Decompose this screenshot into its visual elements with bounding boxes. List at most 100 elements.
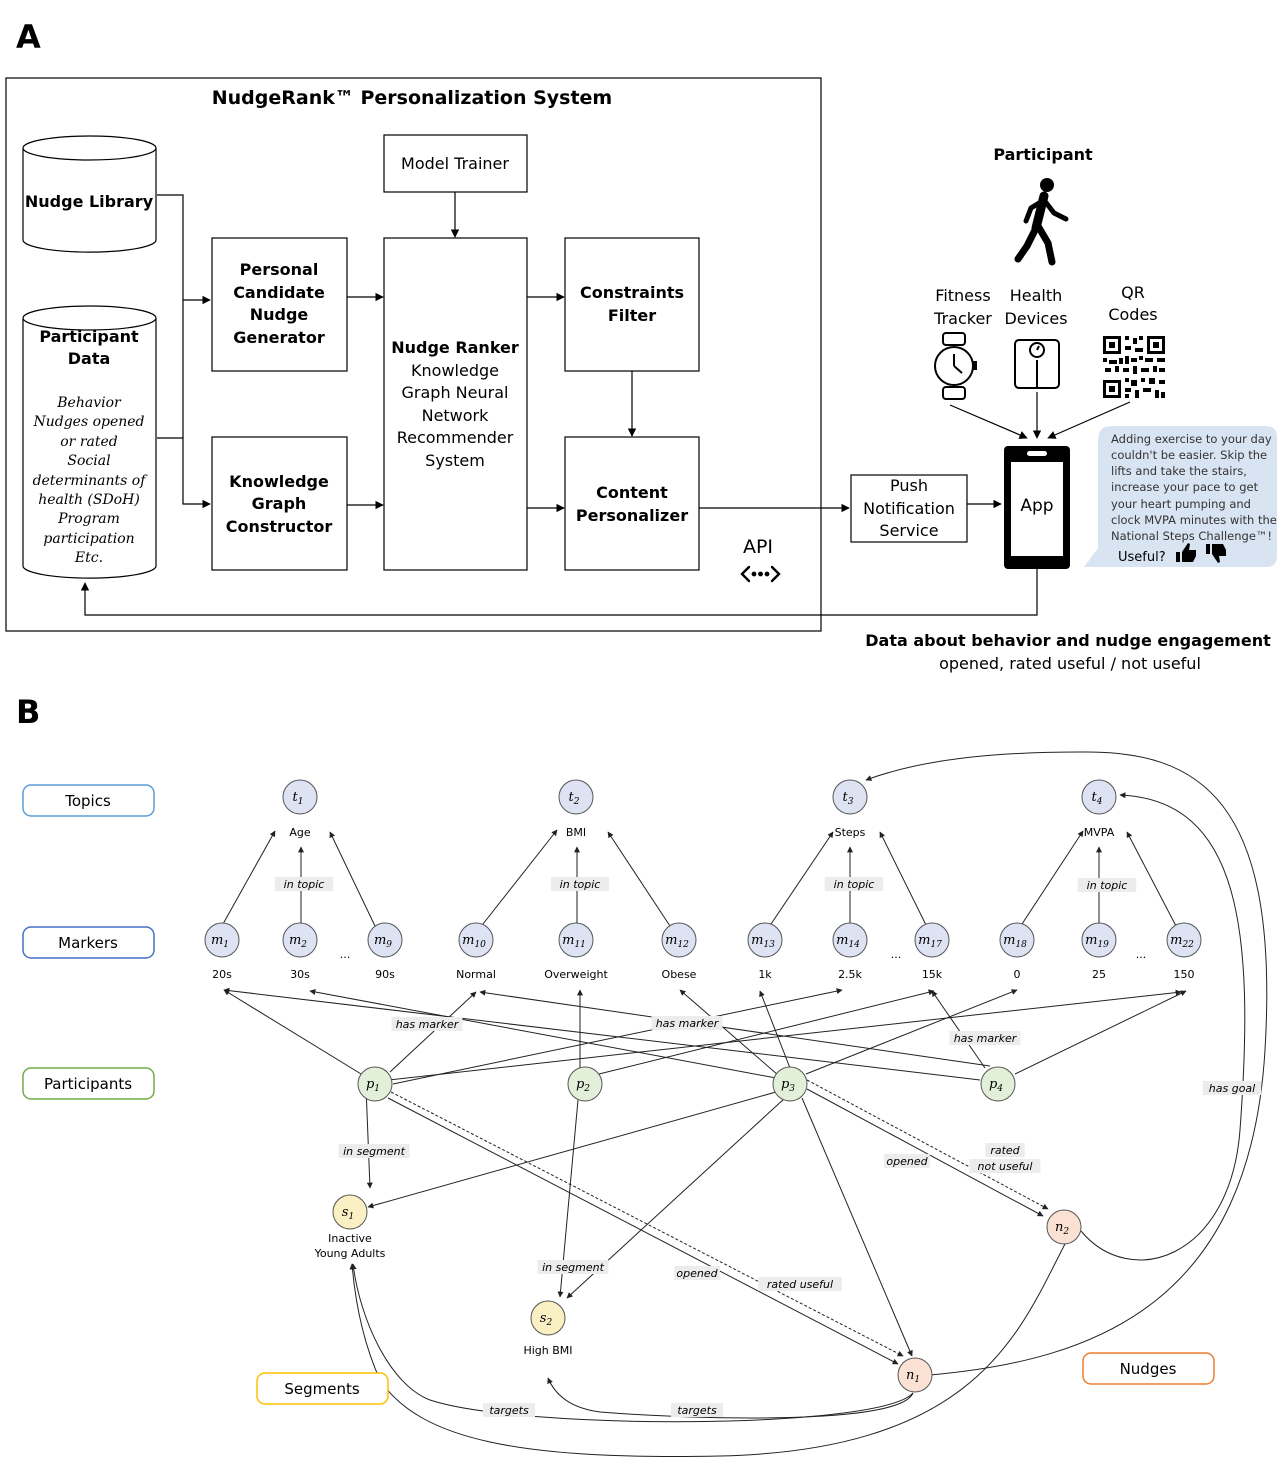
watch-icon xyxy=(934,332,977,400)
segment-node-2-label: High BMI xyxy=(523,1344,572,1357)
bubble-line: your heart pumping and xyxy=(1111,497,1251,511)
participant-node-3-symbol: p3 xyxy=(781,1077,795,1094)
marker-node-5-circle xyxy=(558,922,594,958)
bubble-line: couldn't be easier. Skip the xyxy=(1111,448,1267,462)
segment-node-1-symbol: s1 xyxy=(342,1205,354,1222)
candidate-generator-line: Nudge xyxy=(250,305,309,324)
nudge-message-bubble: Adding exercise to your day couldn't be … xyxy=(1084,426,1277,567)
marker-node-2-label: 30s xyxy=(290,968,310,981)
edge-label-text: has marker xyxy=(954,1032,1018,1045)
marker-node-11-symbol: m19 xyxy=(1085,933,1109,950)
nudge-node-2-circle xyxy=(1046,1209,1082,1245)
segment-node-2-symbol: s2 xyxy=(540,1311,553,1328)
thumbs-up-icon[interactable] xyxy=(1176,543,1196,562)
topic-node-4-circle xyxy=(1081,779,1117,815)
segment-node-1-circle xyxy=(332,1194,368,1230)
feedback-loop-arrow xyxy=(80,569,1038,616)
qr-codes-label: QR xyxy=(1121,283,1145,302)
topic-node-3-circle xyxy=(832,779,868,815)
candidate-generator-line: Generator xyxy=(233,328,325,347)
topic-node-4-symbol: t4 xyxy=(1092,790,1103,807)
edge-label: in segment xyxy=(338,1144,410,1158)
edge-label-text: in topic xyxy=(560,878,601,891)
marker-node-3-circle xyxy=(367,922,403,958)
marker-node-9-label: 15k xyxy=(922,968,943,981)
marker-node-4-symbol: m10 xyxy=(462,933,486,950)
edge-label-bg xyxy=(651,1016,723,1030)
participant-node-1: p1 xyxy=(357,1066,393,1102)
edge-label: has goal xyxy=(1202,1081,1262,1095)
participant-node-4-circle xyxy=(980,1066,1016,1102)
edge-label-bg xyxy=(338,1144,410,1158)
push-service-line: Notification xyxy=(863,499,955,518)
marker-node-6-symbol: m12 xyxy=(665,933,689,950)
participant-data-db: Participant Data Behavior Nudges opened … xyxy=(22,305,157,579)
nudge-ranker-line: Graph Neural xyxy=(402,383,509,402)
bubble-line: increase your pace to get xyxy=(1111,480,1259,494)
edge-label: in topic xyxy=(550,877,610,891)
qr-code-icon xyxy=(1103,336,1165,398)
edge-label-bg xyxy=(391,1017,463,1031)
marker-node-5-symbol: m11 xyxy=(562,933,586,950)
system-title: NudgeRank™ Personalization System xyxy=(212,87,612,109)
scale-icon xyxy=(1014,339,1060,389)
marker-node-2-circle xyxy=(282,922,318,958)
edge-label-bg xyxy=(969,1159,1041,1173)
marker-node-7-circle xyxy=(747,922,783,958)
api-icon xyxy=(740,565,781,583)
edge-label: opened xyxy=(884,1154,930,1168)
marker-node-10-circle xyxy=(999,922,1035,958)
category-segments: Segments xyxy=(256,1372,389,1405)
edge-label-text: rated xyxy=(990,1144,1020,1157)
ellipsis: ... xyxy=(891,948,902,961)
edge-label: in topic xyxy=(274,877,334,891)
edge-label-bg xyxy=(1202,1081,1262,1095)
edge-label-text: in topic xyxy=(834,878,875,891)
edge-label-text: in segment xyxy=(542,1261,604,1274)
fitness-tracker-label: Tracker xyxy=(933,309,992,328)
edge-label-bg xyxy=(824,877,884,891)
edge-label-bg xyxy=(1077,878,1137,892)
topic-node-1-symbol: t1 xyxy=(293,790,304,807)
edge-label-bg xyxy=(537,1260,609,1274)
marker-node-4-circle xyxy=(458,922,494,958)
nudge-library-label: Nudge Library xyxy=(25,192,154,211)
edge-label-text: targets xyxy=(677,1404,717,1417)
participant-node-3-circle xyxy=(772,1066,808,1102)
kg-constructor-line: Knowledge xyxy=(229,472,329,491)
thumbs-down-icon[interactable] xyxy=(1206,544,1226,563)
pd-item: determinants of xyxy=(33,473,149,489)
category-participants: Participants xyxy=(22,1067,155,1100)
api-label: API xyxy=(743,536,773,558)
push-service-line: Service xyxy=(879,521,938,540)
bubble-line: lifts and take the stairs, xyxy=(1111,464,1247,478)
graph-edges xyxy=(222,751,1268,1457)
marker-node-10-symbol: m18 xyxy=(1003,933,1027,950)
kg-constructor-box xyxy=(211,436,348,571)
segment-node-1-label: Inactive xyxy=(328,1232,372,1245)
edge-label-text: rated useful xyxy=(767,1278,833,1291)
nudge-library-db: Nudge Library xyxy=(22,135,157,253)
edge-label-bg xyxy=(758,1277,842,1291)
constraints-filter-line: Constraints xyxy=(580,283,684,302)
qr-codes-label: Codes xyxy=(1108,305,1157,324)
topic-node-2-circle xyxy=(558,779,594,815)
participant-node-2: p2 xyxy=(567,1066,603,1102)
bubble-line: Adding exercise to your day xyxy=(1111,432,1272,446)
device-arrows xyxy=(949,392,1131,439)
category-nudges-label: Nudges xyxy=(1120,1360,1177,1378)
segment-node-1-label: Young Adults xyxy=(314,1247,386,1260)
marker-node-7-label: 1k xyxy=(758,968,772,981)
graph-nodes: t1Aget2BMIt3Stepst4MVPAm120sm230sm990sm1… xyxy=(204,779,1202,1393)
edge-label-text: targets xyxy=(489,1404,529,1417)
participant-data-title-2: Data xyxy=(68,349,111,368)
participant-label: Participant xyxy=(993,145,1093,164)
category-participants-label: Participants xyxy=(44,1075,132,1093)
pd-item: or rated xyxy=(60,434,118,450)
